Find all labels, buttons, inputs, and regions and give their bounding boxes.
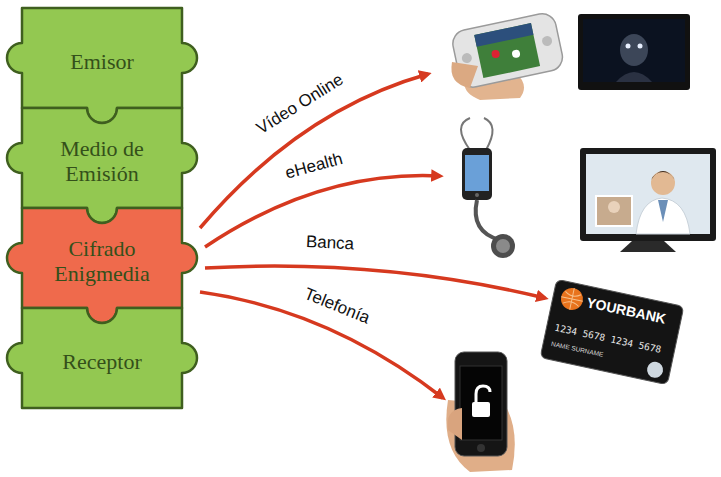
- doctor-monitor: [580, 148, 716, 252]
- stethoscope-phone: [461, 118, 515, 258]
- television: [578, 14, 690, 90]
- piece-text-holder: Receptor: [22, 308, 182, 408]
- handheld-player: [450, 11, 565, 100]
- puzzle-piece: Medio de Emisión: [22, 108, 182, 208]
- puzzle-piece: Cifrado Enigmedia: [22, 208, 182, 308]
- unlocked-phone: [446, 352, 514, 472]
- piece-label: Receptor: [62, 350, 141, 375]
- piece-text-holder: Cifrado Enigmedia: [22, 208, 182, 308]
- piece-label: Emisor: [70, 50, 134, 75]
- puzzle-shape: [7, 308, 197, 408]
- piece-label: Medio de Emisión: [34, 137, 170, 186]
- puzzle-piece: Emisor: [22, 8, 182, 108]
- bank-card: [540, 279, 684, 384]
- puzzle-shape: [7, 8, 197, 123]
- piece-label: Cifrado Enigmedia: [34, 237, 170, 286]
- piece-text-holder: Medio de Emisión: [22, 108, 182, 208]
- puzzle-shape: [7, 108, 197, 223]
- puzzle-piece: Receptor: [22, 308, 182, 408]
- red-arrow: [205, 266, 545, 298]
- piece-text-holder: Emisor: [22, 8, 182, 108]
- arrow-label: eHealth: [281, 148, 347, 183]
- puzzle-shape: [7, 208, 197, 323]
- arrow-label: Banca: [303, 232, 356, 254]
- arrow-label: Vídeo Online: [251, 69, 348, 140]
